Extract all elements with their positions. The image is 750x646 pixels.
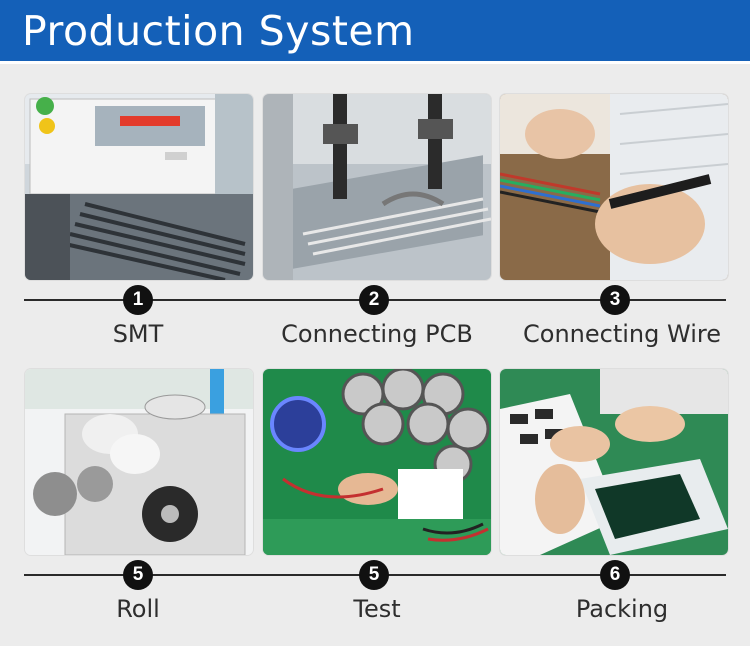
reel-winding-machine-photo xyxy=(25,369,253,555)
step-label: Roll xyxy=(116,595,160,623)
header-banner: Production System xyxy=(0,0,750,64)
step-label: Connecting Wire xyxy=(523,320,721,348)
step-number-badge: 6 xyxy=(600,560,630,590)
led-strip-test-photo xyxy=(263,369,491,555)
step-label: SMT xyxy=(112,320,164,348)
step-number-badge: 5 xyxy=(123,560,153,590)
step-number-badge: 2 xyxy=(359,285,389,315)
step-number-badge: 1 xyxy=(123,285,153,315)
step-label: Packing xyxy=(575,595,669,623)
page-title: Production System xyxy=(22,7,415,55)
step-number-badge: 3 xyxy=(600,285,630,315)
step-label: Test xyxy=(353,595,401,623)
step-label: Connecting PCB xyxy=(281,320,473,348)
wire-soldering-photo xyxy=(500,94,728,280)
smt-machine-photo xyxy=(25,94,253,280)
step-number-badge: 5 xyxy=(359,560,389,590)
soldering-station-photo xyxy=(263,94,491,280)
packaging-photo xyxy=(500,369,728,555)
